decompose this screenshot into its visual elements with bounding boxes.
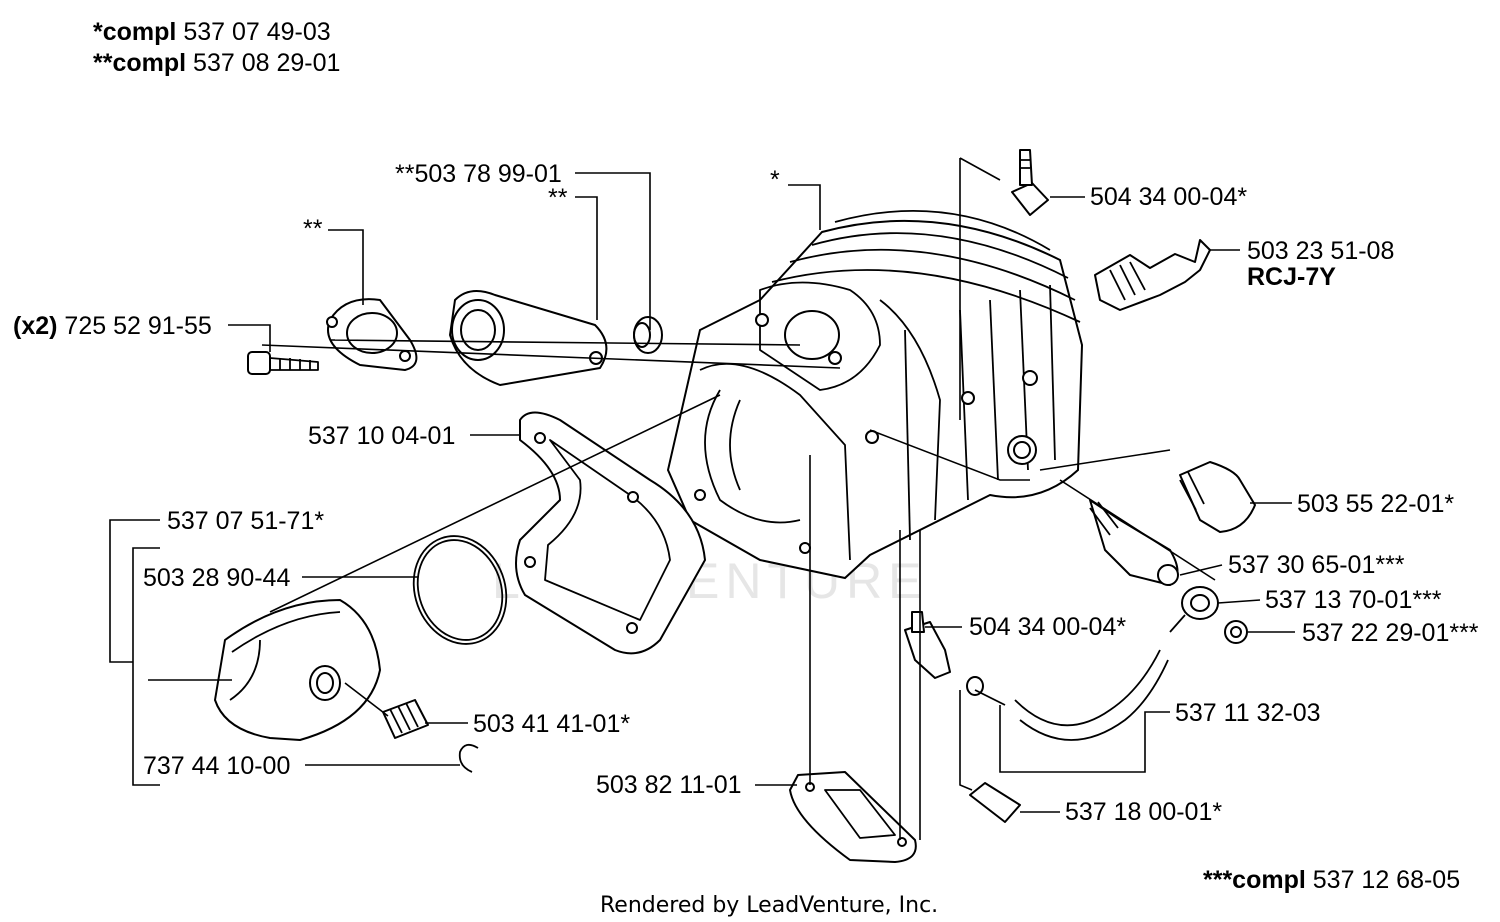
decompression-valve-part[interactable] [1179,461,1256,533]
banjo-fitting-part[interactable] [1169,586,1219,633]
label-rcj7y: RCJ-7Y [1247,263,1336,291]
compl-1-label: *compl 537 07 49-03 [93,18,331,46]
label-504340004-bottom: 504 34 00-04* [969,613,1126,641]
banjo-bolt-part[interactable] [1224,620,1248,644]
label-503289044: 503 28 90-44 [143,564,290,592]
intake-manifold-part[interactable] [449,290,608,386]
fitting-bottom-part[interactable] [904,611,951,679]
label-503552201: 503 55 22-01* [1297,490,1454,518]
piston-ring-part[interactable] [399,523,521,657]
label-503821101: 503 82 11-01 [596,771,742,799]
label-537113203: 537 11 32-03 [1175,699,1321,727]
label-537100401: 537 10 04-01 [308,422,455,450]
label-537180001: 537 18 00-01* [1065,798,1222,826]
exhaust-gasket-part[interactable] [789,771,917,863]
fuel-filter-part[interactable] [969,782,1021,823]
cylinder-gasket-part[interactable] [515,411,706,655]
needle-bearing-part[interactable] [382,699,429,739]
spark-plug-part[interactable] [1094,239,1211,311]
screw-part[interactable] [247,351,319,375]
cylinder-part[interactable] [666,210,1084,580]
label-star-cylinder: * [770,166,780,194]
circlip-part[interactable] [458,743,479,773]
rendered-by-text: Rendered by LeadVenture, Inc. [600,893,938,918]
label-725529155: (x2) 725 52 91-55 [13,312,212,340]
intake-ring-part[interactable] [633,316,663,354]
fitting-top-part[interactable] [1011,149,1049,216]
piston-part[interactable] [214,599,381,741]
fuel-fitting-part[interactable] [1089,499,1179,586]
label-503235108: 503 23 51-08 [1247,237,1394,265]
label-537075171: 537 07 51-71* [167,507,324,535]
label-537222901: 537 22 29-01*** [1302,619,1479,647]
fuel-hose-part[interactable] [966,649,1169,741]
intake-flange-part[interactable] [326,298,418,371]
label-star2-manifold: ** [548,184,568,212]
label-504340004-top: 504 34 00-04* [1090,183,1247,211]
label-503789901: **503 78 99-01 [395,160,562,188]
compl-3-label: ***compl 537 12 68-05 [1203,866,1460,894]
label-737441000: 737 44 10-00 [143,752,290,780]
compl-2-label: **compl 537 08 29-01 [93,49,340,77]
label-537137001: 537 13 70-01*** [1265,586,1442,614]
leader-lines [109,157,1295,840]
label-503414101: 503 41 41-01* [473,710,630,738]
label-star2-flange: ** [303,215,323,243]
label-537306501: 537 30 65-01*** [1228,551,1405,579]
